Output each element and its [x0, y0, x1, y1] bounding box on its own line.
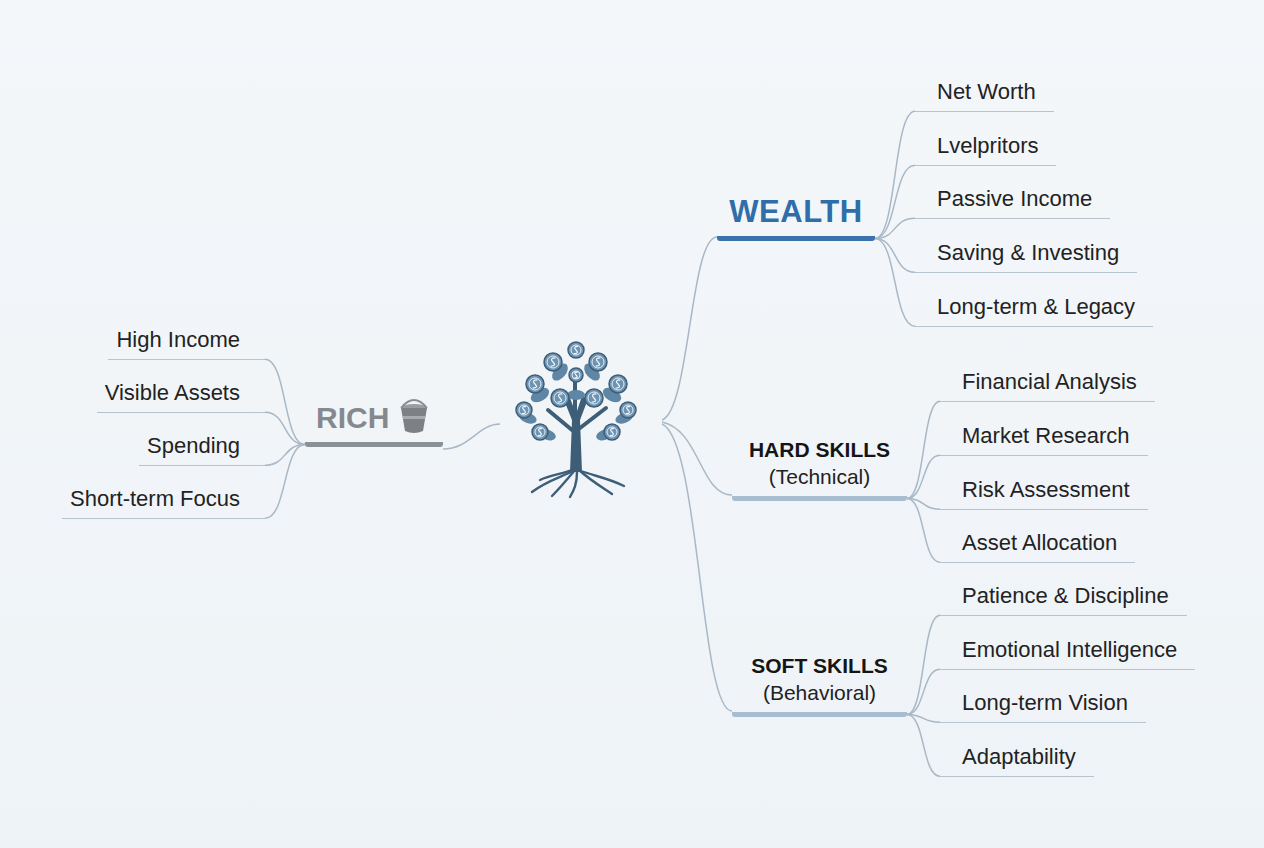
leaf-text: Visible Assets: [105, 380, 240, 405]
branch-title: SOFT SKILLS: [732, 652, 907, 680]
branch-title: RICH: [316, 398, 443, 438]
leaf-text: Adaptability: [962, 744, 1076, 769]
leaf-text: Saving & Investing: [937, 240, 1119, 265]
branch-subtitle: (Technical): [732, 464, 907, 490]
branch-connector: [907, 615, 940, 714]
leaf-text: Asset Allocation: [962, 530, 1117, 555]
branch-connector: [907, 499, 940, 563]
leaf-text: Passive Income: [937, 186, 1092, 211]
branch-connector: [907, 455, 940, 498]
leaf-item: Short-term Focus: [62, 482, 265, 519]
leaf-text: Net Worth: [937, 79, 1036, 104]
leaf-item: Visible Assets: [97, 376, 265, 413]
branch-connector: [907, 401, 940, 498]
leaf-text: Spending: [147, 433, 240, 458]
leaf-item: Patience & Discipline: [940, 579, 1187, 616]
leaf-item: Long-term & Legacy: [915, 290, 1153, 327]
leaf-item: Financial Analysis: [940, 365, 1155, 402]
branch-title: WEALTH: [717, 192, 875, 232]
branch-connector: [875, 239, 915, 327]
leaf-text: Risk Assessment: [962, 477, 1130, 502]
leaf-item: Adaptability: [940, 740, 1094, 777]
branch-title: HARD SKILLS: [732, 436, 907, 464]
leaf-text: Lvelpritors: [937, 133, 1038, 158]
branch-connector: [265, 359, 305, 444]
leaf-item: Spending: [139, 429, 265, 466]
branch-connector: [875, 239, 915, 273]
leaf-text: Long-term & Legacy: [937, 294, 1135, 319]
leaf-item: High Income: [108, 323, 265, 360]
branch-connector: [265, 445, 305, 519]
leaf-text: Market Research: [962, 423, 1130, 448]
leaf-text: Long-term Vision: [962, 690, 1128, 715]
branch-heading: HARD SKILLS(Technical): [732, 436, 907, 501]
leaf-item: Long-term Vision: [940, 686, 1146, 723]
branch-heading: RICH: [305, 398, 443, 447]
trunk-lines: [443, 237, 732, 711]
branch-connector: [875, 165, 915, 238]
leaf-text: High Income: [116, 327, 240, 352]
bucket-icon: [401, 400, 427, 433]
leaf-item: Risk Assessment: [940, 473, 1148, 510]
leaf-item: Saving & Investing: [915, 236, 1137, 273]
leaf-item: Asset Allocation: [940, 526, 1135, 563]
branch-connector: [907, 669, 940, 714]
leaf-item: Passive Income: [915, 182, 1110, 219]
branch-connector: [875, 218, 915, 238]
leaf-item: Net Worth: [915, 75, 1054, 112]
leaf-item: Emotional Intelligence: [940, 633, 1195, 670]
branch-heading: SOFT SKILLS(Behavioral): [732, 652, 907, 717]
leaf-item: Market Research: [940, 419, 1148, 456]
money-tree: [516, 342, 636, 497]
branch-connector: [265, 412, 305, 444]
branch-connector: [875, 111, 915, 238]
leaf-text: Patience & Discipline: [962, 583, 1169, 608]
leaf-item: Lvelpritors: [915, 129, 1056, 166]
branch-heading: WEALTH: [717, 192, 875, 241]
leaf-text: Emotional Intelligence: [962, 637, 1177, 662]
branch-subtitle: (Behavioral): [732, 680, 907, 706]
leaf-text: Financial Analysis: [962, 369, 1137, 394]
leaf-text: Short-term Focus: [70, 486, 240, 511]
branch-connector: [907, 715, 940, 777]
